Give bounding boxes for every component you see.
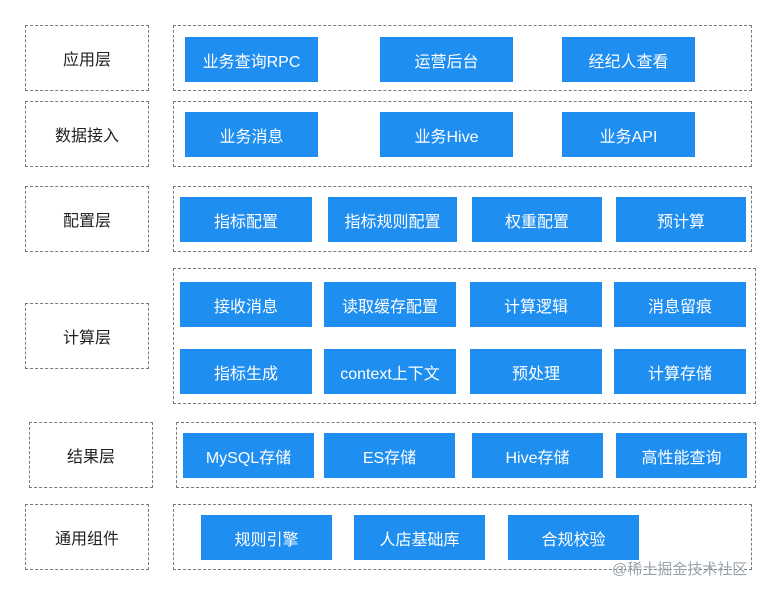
component-box: 运营后台 [380,37,513,82]
layer-label-compute: 计算层 [25,303,149,369]
component-box: ES存储 [324,433,455,478]
component-box: 高性能查询 [616,433,747,478]
layer-frame-result [176,422,756,488]
component-box: 预处理 [470,349,602,394]
component-box: 业务Hive [380,112,513,157]
component-box: 指标生成 [180,349,312,394]
component-box: 计算逻辑 [470,282,602,327]
component-box: 计算存储 [614,349,746,394]
layer-frame-data-ingest [173,101,752,167]
layer-frame-application [173,25,752,91]
layer-frame-compute [173,268,756,404]
layer-label-text: 应用层 [62,52,111,69]
component-box: 消息留痕 [614,282,746,327]
layer-label-data-ingest: 数据接入 [25,101,149,167]
layer-label-text: 配置层 [62,213,111,230]
component-box: 经纪人查看 [562,37,695,82]
component-box: 接收消息 [180,282,312,327]
component-box: 规则引擎 [201,515,332,560]
component-box: Hive存储 [472,433,603,478]
layer-label-result: 结果层 [29,422,153,488]
component-box: 指标规则配置 [328,197,457,242]
layer-label-config: 配置层 [25,186,149,252]
component-box: 预计算 [616,197,746,242]
component-box: context上下文 [324,349,456,394]
layer-label-text: 数据接入 [54,128,119,145]
layer-frame-common [173,504,752,570]
component-box: MySQL存储 [183,433,314,478]
layer-label-text: 通用组件 [54,531,119,548]
watermark: @稀土掘金技术社区 [612,561,748,578]
component-box: 业务API [562,112,695,157]
component-box: 合规校验 [508,515,639,560]
component-box: 业务查询RPC [185,37,318,82]
component-box: 业务消息 [185,112,318,157]
component-box: 指标配置 [180,197,312,242]
layer-label-application: 应用层 [25,25,149,91]
layer-frame-config [173,186,752,252]
component-box: 权重配置 [472,197,602,242]
layer-label-common: 通用组件 [25,504,149,570]
layer-label-text: 计算层 [62,330,111,347]
layer-label-text: 结果层 [66,449,115,466]
component-box: 读取缓存配置 [324,282,456,327]
component-box: 人店基础库 [354,515,485,560]
